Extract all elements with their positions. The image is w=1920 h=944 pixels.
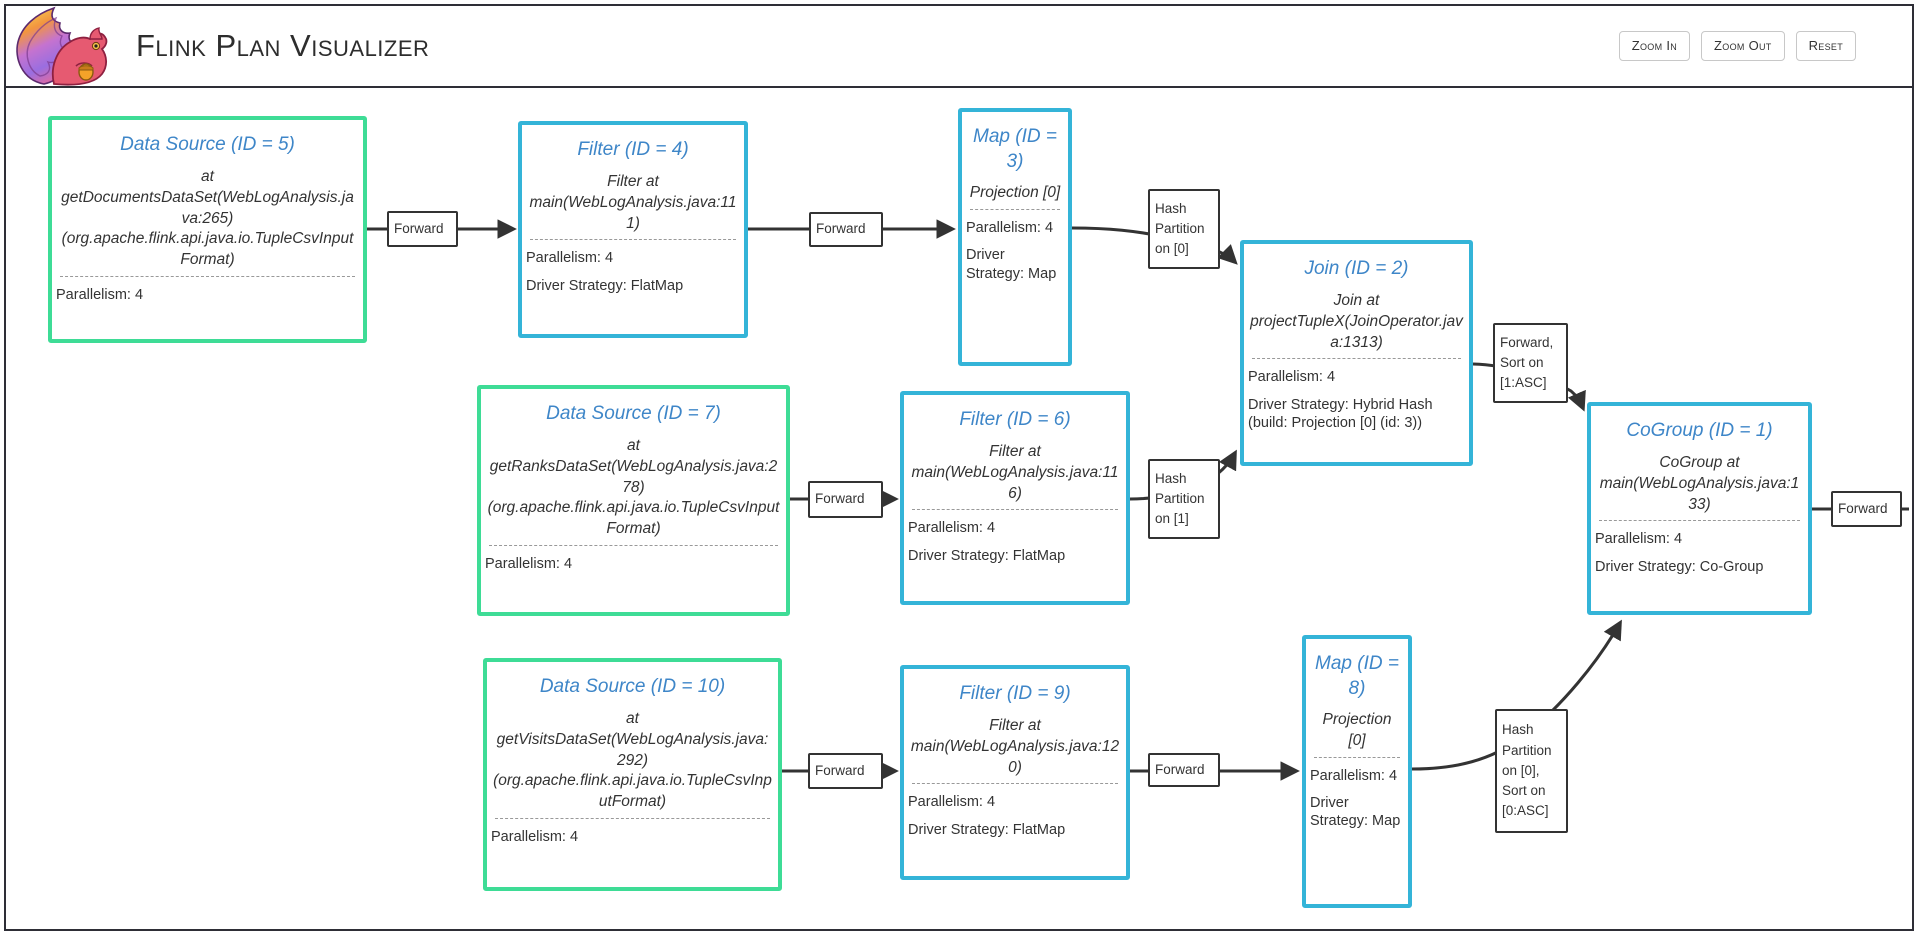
edge-label-hash-filter6-join2: Hash Partition on [1]	[1148, 459, 1220, 539]
node-parallelism: Parallelism: 4	[491, 829, 579, 846]
plan-node-map3[interactable]: Map (ID = 3) Projection [0] Parallelism:…	[958, 108, 1072, 366]
zoom-in-button[interactable]: Zoom In	[1618, 31, 1691, 61]
edge-label-hash-map3-join2: Hash Partition on [0]	[1148, 189, 1220, 269]
node-description: at getRanksDataSet(WebLogAnalysis.java:2…	[487, 436, 780, 538]
edge-label-text: Hash Partition on [0]	[1155, 200, 1205, 257]
node-parallelism: Parallelism: 4	[1595, 531, 1683, 548]
node-description: Filter at main(WebLogAnalysis.java:116)	[911, 442, 1119, 502]
edge-label-fwd-ds5-filter4: Forward	[387, 211, 458, 247]
node-driver-strategy: Driver Strategy: FlatMap	[908, 547, 1066, 564]
edge-label-text: Forward	[394, 220, 444, 236]
node-title: Filter (ID = 6)	[959, 409, 1071, 430]
node-divider	[60, 276, 355, 278]
node-description: CoGroup at main(WebLogAnalysis.java:133)	[1599, 453, 1800, 513]
zoom-out-button[interactable]: Zoom Out	[1701, 31, 1785, 61]
flink-squirrel-logo	[16, 6, 108, 86]
node-divider	[912, 783, 1118, 785]
plan-node-filter9[interactable]: Filter (ID = 9) Filter at main(WebLogAna…	[900, 665, 1130, 880]
node-parallelism: Parallelism: 4	[56, 287, 144, 304]
node-title: Map (ID = 3)	[973, 126, 1057, 172]
node-divider	[1252, 358, 1461, 360]
plan-node-filter4[interactable]: Filter (ID = 4) Filter at main(WebLogAna…	[518, 121, 748, 338]
edge-label-text: Forward	[816, 221, 866, 237]
page-title: Flink Plan Visualizer	[136, 28, 430, 63]
node-parallelism: Parallelism: 4	[908, 520, 996, 537]
edge-label-fwd-filter9-map8: Forward	[1148, 753, 1220, 787]
edge-label-text: Forward	[815, 491, 865, 507]
plan-node-join2[interactable]: Join (ID = 2) Join at projectTupleX(Join…	[1240, 240, 1473, 466]
node-parallelism: Parallelism: 4	[1310, 768, 1398, 785]
node-parallelism: Parallelism: 4	[485, 556, 573, 573]
node-description: Filter at main(WebLogAnalysis.java:120)	[910, 716, 1120, 776]
edge-label-fwd-ds10-filter9: Forward	[808, 753, 883, 789]
edge-label-fwd-cogroup1-out: Forward	[1831, 491, 1902, 527]
edge-label-hashsort-map8-cogroup1: Hash Partition on [0], Sort on [0:ASC]	[1495, 709, 1568, 833]
reset-button[interactable]: Reset	[1795, 31, 1856, 61]
node-divider	[495, 818, 770, 820]
node-divider	[912, 509, 1118, 511]
toolbar: Zoom In Zoom Out Reset	[1618, 31, 1856, 61]
edge-label-text: Hash Partition on [0], Sort on [0:ASC]	[1502, 722, 1552, 819]
plan-node-ds10[interactable]: Data Source (ID = 10) at getVisitsDataSe…	[483, 658, 782, 891]
flink-plan-visualizer-app: Flink Plan Visualizer Zoom In Zoom Out R…	[4, 4, 1914, 931]
node-driver-strategy: Driver Strategy: Co-Group	[1595, 558, 1764, 575]
node-description: Projection [0]	[969, 184, 1061, 202]
node-parallelism: Parallelism: 4	[966, 220, 1054, 237]
node-divider	[1314, 757, 1400, 759]
node-parallelism: Parallelism: 4	[1248, 369, 1336, 386]
node-divider	[1599, 520, 1800, 522]
plan-node-cogroup1[interactable]: CoGroup (ID = 1) CoGroup at main(WebLogA…	[1587, 402, 1812, 615]
edge-label-fwd-filter4-map3: Forward	[809, 212, 883, 247]
node-title: Filter (ID = 4)	[577, 139, 689, 160]
edge-label-text: Forward	[1838, 500, 1888, 516]
node-driver-strategy: Driver Strategy: FlatMap	[908, 821, 1066, 838]
edge-label-fwdsort-join2-cogroup1: Forward, Sort on [1:ASC]	[1493, 323, 1568, 403]
plan-graph-canvas[interactable]: Forward Forward Hash Partition on [0] Fo…	[6, 88, 1912, 927]
node-description: Join at projectTupleX(JoinOperator.java:…	[1250, 291, 1463, 351]
node-title: Filter (ID = 9)	[959, 683, 1071, 704]
node-parallelism: Parallelism: 4	[526, 250, 614, 267]
node-title: CoGroup (ID = 1)	[1626, 420, 1773, 441]
node-driver-strategy: Driver Strategy: Map	[966, 247, 1057, 282]
edge-label-text: Forward	[1155, 761, 1205, 777]
node-title: Join (ID = 2)	[1304, 258, 1409, 279]
header: Flink Plan Visualizer Zoom In Zoom Out R…	[6, 6, 1912, 88]
node-divider	[489, 545, 778, 547]
node-description: at getVisitsDataSet(WebLogAnalysis.java:…	[493, 709, 772, 811]
node-title: Data Source (ID = 5)	[120, 134, 295, 155]
node-driver-strategy: Driver Strategy: Hybrid Hash (build: Pro…	[1248, 396, 1433, 431]
node-title: Map (ID = 8)	[1315, 653, 1399, 699]
plan-node-ds5[interactable]: Data Source (ID = 5) at getDocumentsData…	[48, 116, 367, 343]
node-driver-strategy: Driver Strategy: Map	[1310, 795, 1401, 830]
node-divider	[970, 209, 1060, 211]
plan-node-filter6[interactable]: Filter (ID = 6) Filter at main(WebLogAna…	[900, 391, 1130, 605]
node-description: Projection [0]	[1322, 711, 1392, 750]
node-title: Data Source (ID = 7)	[546, 403, 721, 424]
node-description: Filter at main(WebLogAnalysis.java:111)	[529, 172, 737, 232]
node-driver-strategy: Driver Strategy: FlatMap	[526, 277, 684, 294]
edge-label-fwd-ds7-filter6: Forward	[808, 481, 883, 518]
node-description: at getDocumentsDataSet(WebLogAnalysis.ja…	[61, 167, 354, 269]
node-parallelism: Parallelism: 4	[908, 794, 996, 811]
node-divider	[530, 239, 736, 241]
plan-node-ds7[interactable]: Data Source (ID = 7) at getRanksDataSet(…	[477, 385, 790, 616]
edge-label-text: Hash Partition on [1]	[1155, 470, 1205, 527]
node-title: Data Source (ID = 10)	[539, 676, 726, 697]
edge-label-text: Forward	[815, 762, 865, 778]
plan-node-map8[interactable]: Map (ID = 8) Projection [0] Parallelism:…	[1302, 635, 1412, 908]
edge-label-text: Forward, Sort on [1:ASC]	[1500, 334, 1554, 391]
